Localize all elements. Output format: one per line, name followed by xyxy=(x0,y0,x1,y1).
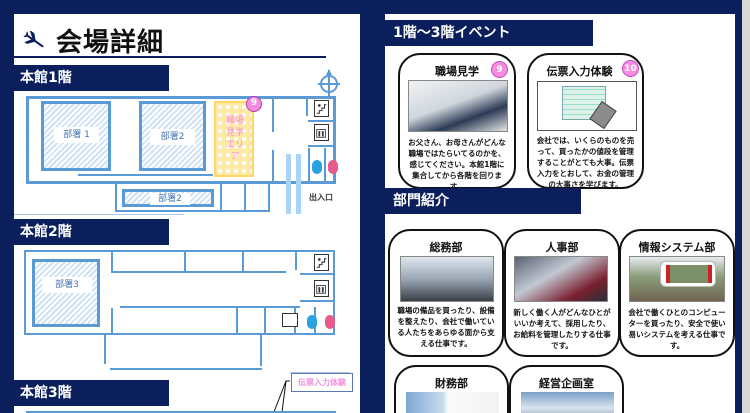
compass-icon xyxy=(318,69,340,97)
event-card-slip-entry[interactable]: 伝票入力体験 10 会社では、いくらのものを売って、買ったかの値段を管理すること… xyxy=(527,53,644,189)
room-dept-1: 部署 1 xyxy=(41,101,111,171)
male-toilet-icon xyxy=(312,160,322,174)
event-title: 職場見学 xyxy=(435,65,479,78)
floor-3-heading: 本館3階 xyxy=(14,380,169,406)
floor-1-plan: 部署 1 部署2 職場 見学 エリ ア 9 xyxy=(24,96,350,216)
elevator-icon xyxy=(314,124,329,141)
building-chart-photo xyxy=(406,392,499,413)
page-title-row: 会場詳細 xyxy=(22,22,164,59)
area-label-1: 職場 xyxy=(225,116,244,126)
dept-card-corporate-planning[interactable]: 経営企画室 xyxy=(509,365,624,413)
dept-card-human-resources[interactable]: 人事部 新しく働く人がどんなひとがいいか考えて、採用したり、お給料を管理したりす… xyxy=(504,229,620,357)
entrance-arrow-up xyxy=(286,154,291,214)
page-title: 会場詳細 xyxy=(56,28,165,58)
dept-title: 人事部 xyxy=(545,241,579,254)
multipurpose-toilet-icon xyxy=(282,313,298,327)
workplace-tour-area: 職場 見学 エリ ア xyxy=(214,101,254,177)
female-toilet-icon xyxy=(328,160,338,174)
floor-2-plan: 部署3 xyxy=(24,250,350,370)
room-dept-2b: 部署2 xyxy=(122,189,214,207)
dept-description: 新しく働く人がどんなひとがいいか考えて、採用したり、お給料を管理したりする仕事で… xyxy=(513,308,611,350)
female-toilet-icon xyxy=(325,315,335,329)
event-title: 伝票入力体験 xyxy=(546,65,613,78)
departments-heading: 部門紹介 xyxy=(385,188,581,214)
floor-2-heading: 本館2階 xyxy=(14,219,169,245)
window-edge xyxy=(742,0,750,413)
event-description: お父さん、お母さんがどんな職場ではたらいてるのかを、感じてください。本館1階に集… xyxy=(408,138,506,191)
dept-card-finance[interactable]: 財務部 xyxy=(394,365,509,413)
dept-title: 総務部 xyxy=(429,241,463,254)
dept-card-general-affairs[interactable]: 総務部 職場の備品を買ったり、設備を整えたり、会社で働いている人たちをあらゆる面… xyxy=(388,229,504,357)
recruiting-booth-photo xyxy=(514,256,608,302)
area-label-4: ア xyxy=(230,152,240,162)
dept-description: 職場の備品を買ったり、設備を整えたり、会社で働いている人たちをあらゆる面から支え… xyxy=(397,306,495,348)
event-card-workplace-tour[interactable]: 職場見学 9 お父さん、お母さんがどんな職場ではたらいてるのかを、感じてください… xyxy=(398,53,516,191)
elevator-icon xyxy=(314,280,329,297)
events-heading: 1階〜3階イベント xyxy=(385,20,593,46)
dept-title: 財務部 xyxy=(435,377,468,390)
stairs-icon xyxy=(314,254,329,271)
area-label-3: エリ xyxy=(225,140,244,150)
stairs-icon xyxy=(314,100,329,117)
dept-card-information-systems[interactable]: 情報システム部 会社で働くひとのコンピューターを買ったり、安全で使い易いシステム… xyxy=(619,229,735,357)
dept-description: 会社で働くひとのコンピューターを買ったり、安全で使い易いシステムを考える仕事です… xyxy=(628,308,726,350)
event-crowd-photo xyxy=(400,256,494,302)
entrance-label: 出入口 xyxy=(309,193,333,202)
event-description: 会社では、いくらのものを売って、買ったかの値段を管理することがとても大事。伝票入… xyxy=(536,136,635,189)
event-badge: 9 xyxy=(491,61,508,78)
callout-leader-line xyxy=(273,380,290,413)
dept-title: 情報システム部 xyxy=(638,241,716,254)
events-page: 1階〜3階イベント 職場見学 9 お父さん、お母さんがどんな職場ではたらいてるの… xyxy=(385,14,735,413)
room-dept-2: 部署2 xyxy=(139,101,206,171)
venue-details-page: 会場詳細 本館1階 部署 1 部署2 職場 見学 xyxy=(14,14,360,413)
meeting-room-photo xyxy=(521,392,614,413)
dept-title: 経営企画室 xyxy=(539,377,594,390)
office-workers-photo xyxy=(408,80,508,132)
event-badge-9: 9 xyxy=(246,96,262,112)
title-divider xyxy=(14,56,326,58)
slip-entry-callout: 伝票入力体験 xyxy=(291,373,353,392)
male-toilet-icon xyxy=(307,315,317,329)
area-label-2: 見学 xyxy=(225,128,244,138)
room-dept-3: 部署3 xyxy=(32,259,100,327)
event-badge: 10 xyxy=(622,60,639,77)
floor-1-heading: 本館1階 xyxy=(14,65,169,91)
airplane-icon xyxy=(23,30,44,47)
spreadsheet-calculator-illustration xyxy=(537,81,637,131)
construction-tablet-photo xyxy=(629,256,725,302)
entrance-arrow-down xyxy=(296,154,301,214)
